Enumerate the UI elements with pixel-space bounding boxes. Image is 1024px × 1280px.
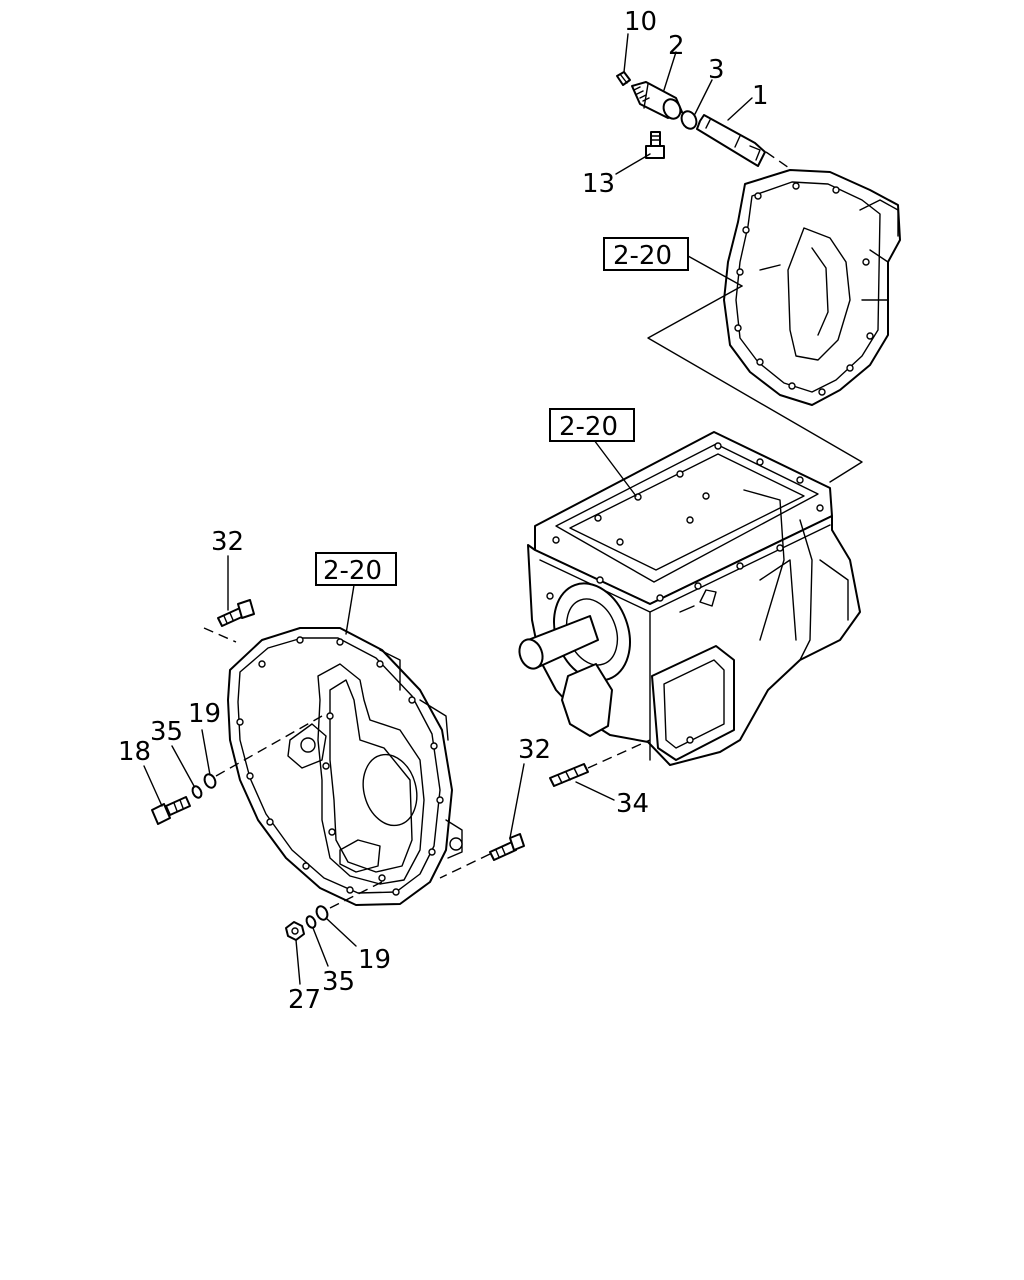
- part-1-shaft: [696, 114, 766, 167]
- callout-labels: 10 2 3 1 13 2-20 2-20 2-20 32 19 35 18 3…: [118, 7, 769, 1015]
- pto-cover: [651, 645, 735, 761]
- callout-19-lower: 19: [358, 945, 391, 975]
- reference-box-top: 2-20: [613, 241, 672, 271]
- part-19-washer-lower: [315, 905, 329, 921]
- part-35-washer-upper: [191, 785, 203, 799]
- part-3-o-ring: [680, 110, 698, 130]
- part-34-stud: [549, 763, 589, 787]
- callout-10: 10: [624, 7, 657, 37]
- rear-housing-top: [723, 169, 901, 406]
- callout-27: 27: [288, 985, 321, 1015]
- sensor-assembly: [616, 71, 793, 171]
- bell-housing-bolt-holes: [236, 636, 444, 896]
- transmission-case: [518, 431, 861, 766]
- part-13-bolt: [645, 131, 665, 159]
- part-35-washer-lower: [305, 915, 317, 929]
- clutch-housing-left: [227, 627, 463, 906]
- part-32-bolt-lower: [489, 833, 525, 861]
- callout-34: 34: [616, 789, 649, 819]
- part-2-sensor-body: [631, 81, 683, 120]
- callout-18: 18: [118, 737, 151, 767]
- callout-3: 3: [708, 55, 725, 85]
- callout-19-upper: 19: [188, 699, 221, 729]
- reference-box-middle: 2-20: [559, 412, 618, 442]
- callout-32-upper: 32: [211, 527, 244, 557]
- callout-35-lower: 35: [322, 967, 355, 997]
- part-10-plug: [616, 71, 631, 86]
- part-19-washer-upper: [203, 773, 217, 789]
- callout-1: 1: [752, 81, 769, 111]
- callout-2: 2: [668, 31, 685, 61]
- reference-box-left: 2-20: [323, 556, 382, 586]
- callout-13: 13: [582, 169, 615, 199]
- part-32-bolt-upper: [217, 599, 255, 627]
- case-bolt-holes: [546, 442, 824, 744]
- leader-lines: [143, 33, 753, 985]
- callout-32-lower: 32: [518, 735, 551, 765]
- housing-bolt-holes: [734, 182, 874, 396]
- part-27-nut: [285, 921, 305, 941]
- input-shaft: [518, 615, 599, 670]
- part-18-bolt: [151, 796, 191, 825]
- callout-35-upper: 35: [150, 717, 183, 747]
